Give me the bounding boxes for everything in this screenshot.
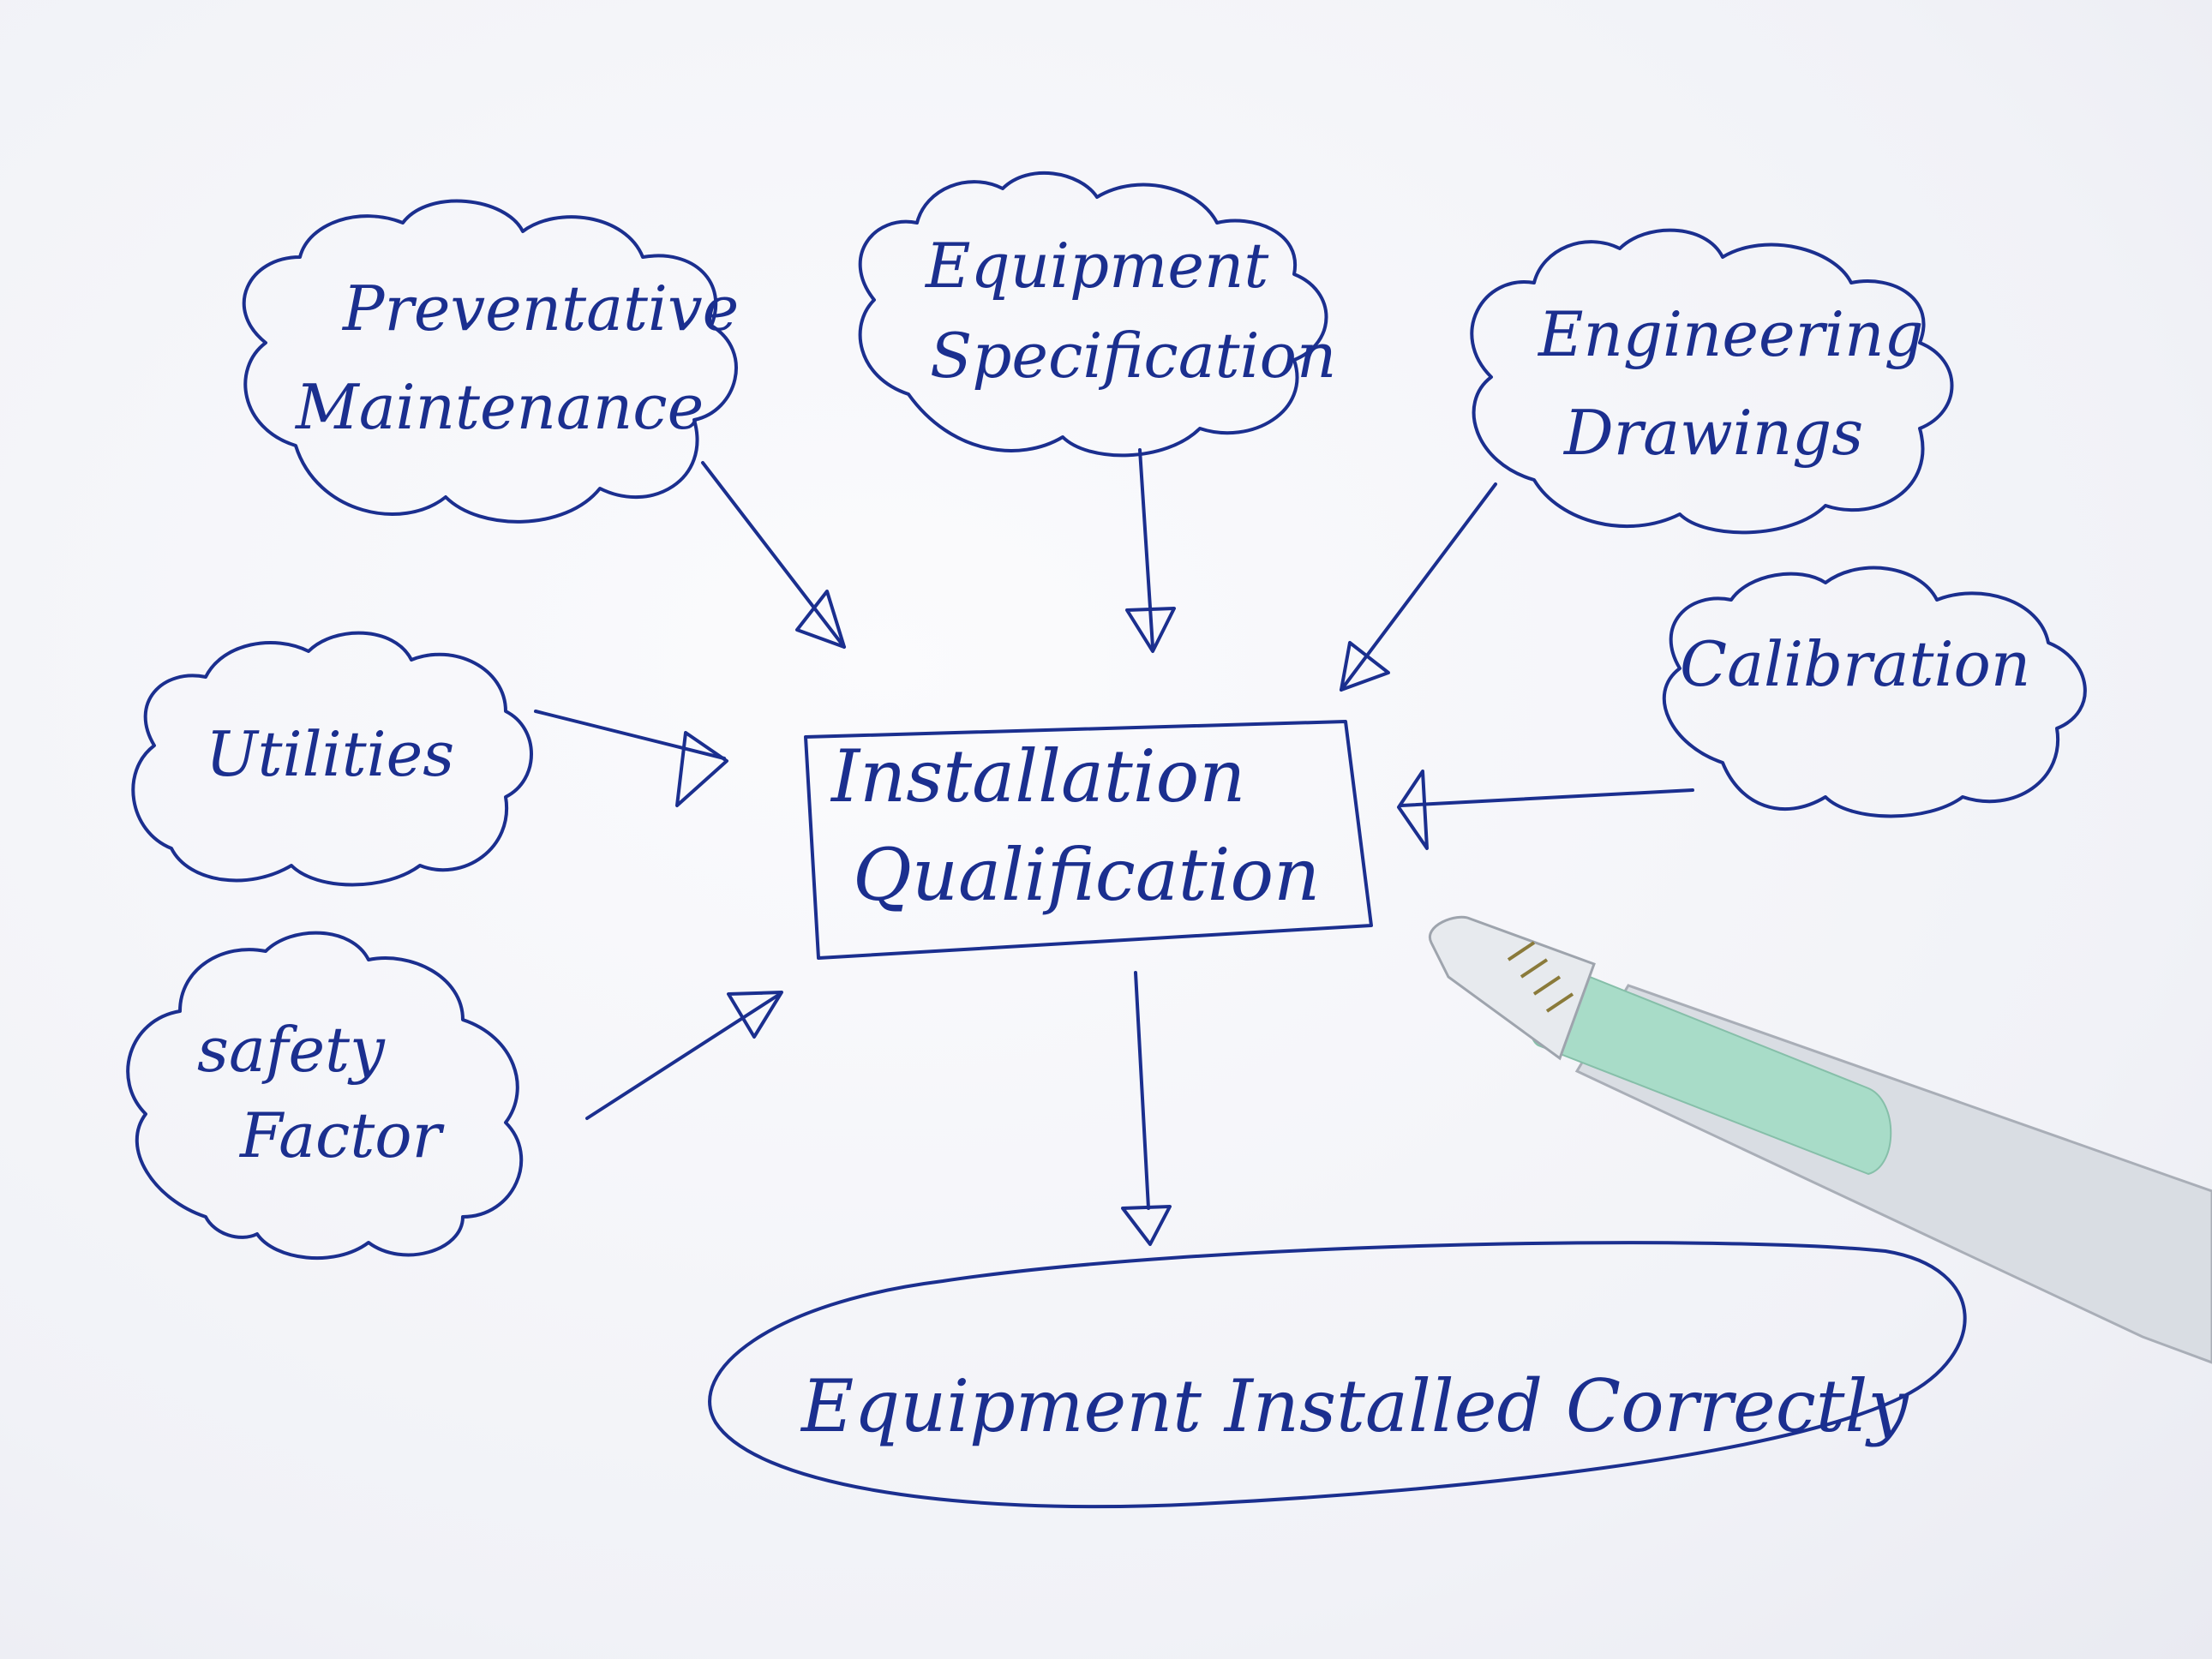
node-label-line2: Factor	[238, 1099, 445, 1171]
node-label: Utilities	[206, 718, 454, 790]
ballpoint-pen-icon	[1428, 915, 2212, 1364]
node-label-line1: Engineering	[1537, 298, 1924, 370]
pen-spring	[1507, 941, 1574, 1013]
node-label-line2: Qualification	[853, 833, 1320, 917]
arrow-head	[727, 991, 783, 1039]
arrow-preventative-to-iq	[701, 461, 846, 649]
cloud-outline	[858, 171, 1328, 458]
arrow-shaft	[701, 461, 846, 649]
arrow-shaft	[585, 992, 782, 1120]
cloud-outline	[1662, 566, 2087, 818]
arrow-head	[1340, 641, 1390, 692]
cloud-outline	[1470, 228, 1954, 535]
node-label: Calibration	[1680, 628, 2030, 700]
arrow-shaft	[534, 710, 726, 760]
arrow-iq-to-result	[1121, 971, 1172, 1246]
cloud-safety-factor: safety Factor	[126, 931, 524, 1261]
arrow-drawings-to-iq	[1340, 482, 1497, 692]
node-label-line2: Maintenance	[294, 371, 704, 443]
node-label-line1: Installation	[830, 734, 1245, 818]
box-installation-qualification: Installation Qualification	[804, 720, 1373, 960]
cloud-outline	[242, 199, 738, 524]
arrow-utilities-to-iq	[534, 710, 728, 807]
arrow-head	[1125, 607, 1176, 653]
node-label-line2: Specification	[930, 320, 1336, 392]
arrow-head	[1397, 770, 1429, 850]
arrow-shaft	[1400, 788, 1694, 807]
node-label: Equipment Installed Correctly	[800, 1364, 1909, 1448]
pen-tip	[1428, 915, 1596, 1061]
cloud-equipment-specification: Equipment Specification	[858, 171, 1336, 458]
cloud-calibration: Calibration	[1662, 566, 2087, 818]
arrow-specification-to-iq	[1125, 448, 1176, 653]
cloud-preventative-maintenance: Preventative Maintenance	[242, 199, 739, 524]
node-label-line1: Equipment	[924, 230, 1269, 302]
arrow-head	[675, 731, 728, 807]
node-label-line2: Drawings	[1562, 397, 1863, 469]
arrow-safety-to-iq	[585, 991, 783, 1120]
arrow-head	[1121, 1205, 1172, 1246]
arrow-calibration-to-iq	[1397, 770, 1694, 850]
ellipse-outline	[708, 1241, 1967, 1509]
box-outline	[804, 720, 1373, 960]
arrow-shaft	[1340, 482, 1497, 692]
cloud-engineering-drawings: Engineering Drawings	[1470, 228, 1954, 535]
arrow-shaft	[1138, 448, 1154, 649]
node-label-line1: safety	[197, 1014, 386, 1086]
arrow-shaft	[1134, 971, 1150, 1210]
cloud-outline	[126, 931, 524, 1261]
ellipse-equipment-installed-correctly: Equipment Installed Correctly	[708, 1241, 1967, 1509]
cloud-utilities: Utilities	[131, 631, 533, 887]
cloud-outline	[131, 631, 533, 887]
node-label-line1: Preventative	[341, 273, 739, 344]
arrow-head	[795, 590, 846, 649]
